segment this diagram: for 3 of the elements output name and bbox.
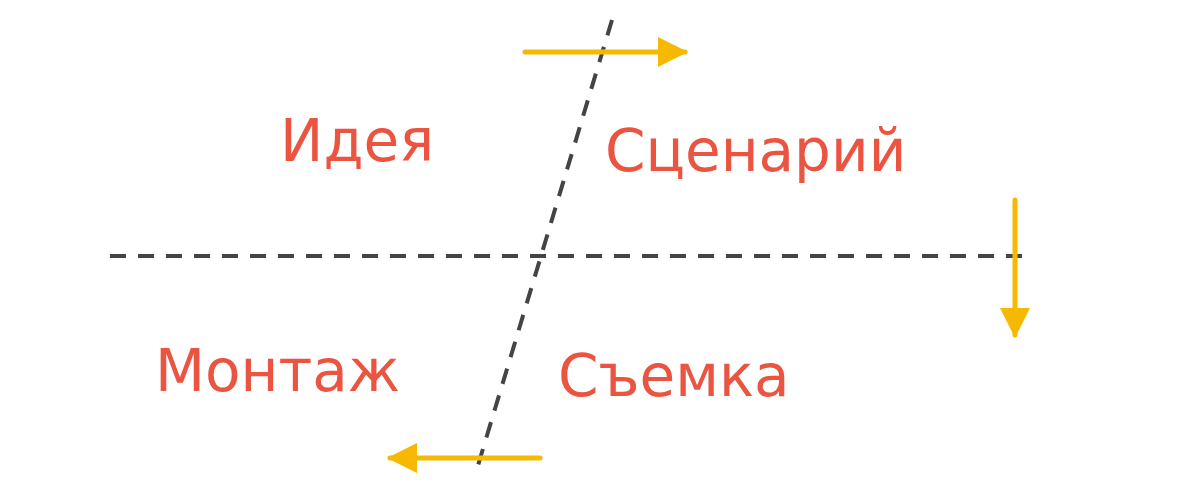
stage-label: Идея [280,112,435,170]
stage-label: Съемка [558,347,790,405]
stage-label: Монтаж [155,342,401,400]
